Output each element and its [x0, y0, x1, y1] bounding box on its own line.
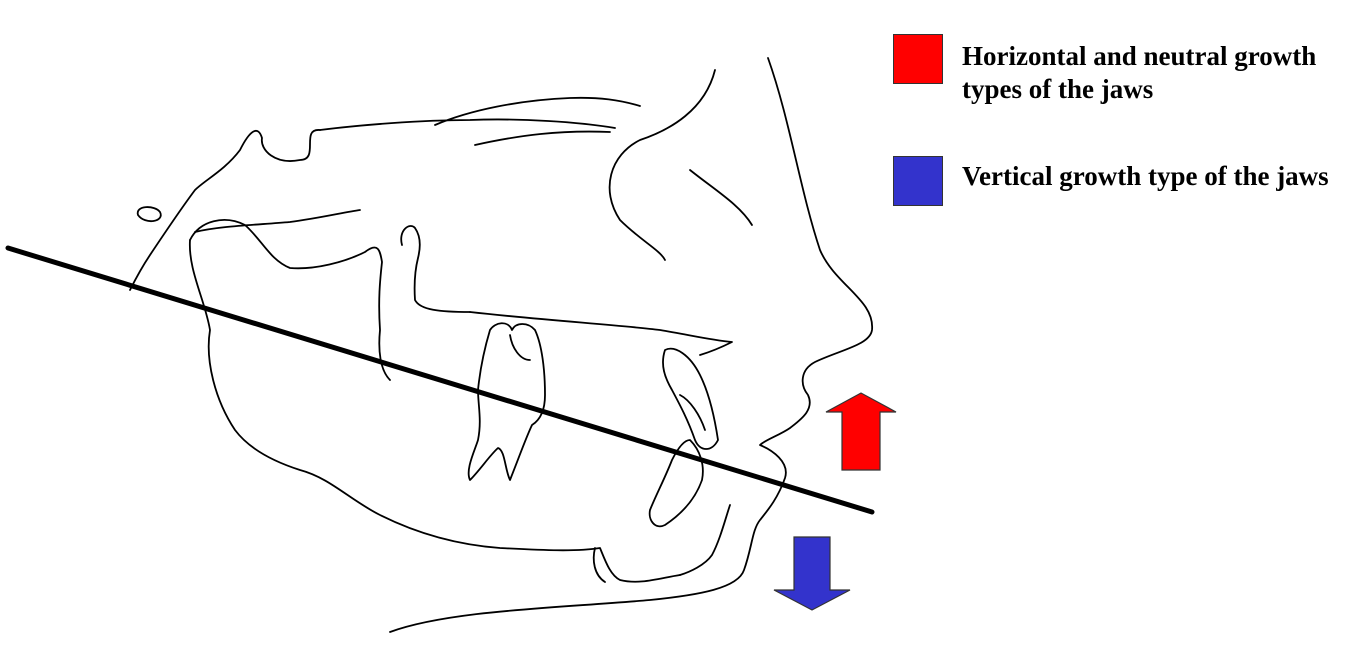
legend-label-horizontal: Horizontal and neutral growth types of t… [962, 40, 1342, 106]
blue-square-icon [893, 156, 943, 206]
legend-label-vertical: Vertical growth type of the jaws [962, 160, 1342, 193]
paper-background [105, 2, 895, 650]
red-square-icon [893, 34, 943, 84]
